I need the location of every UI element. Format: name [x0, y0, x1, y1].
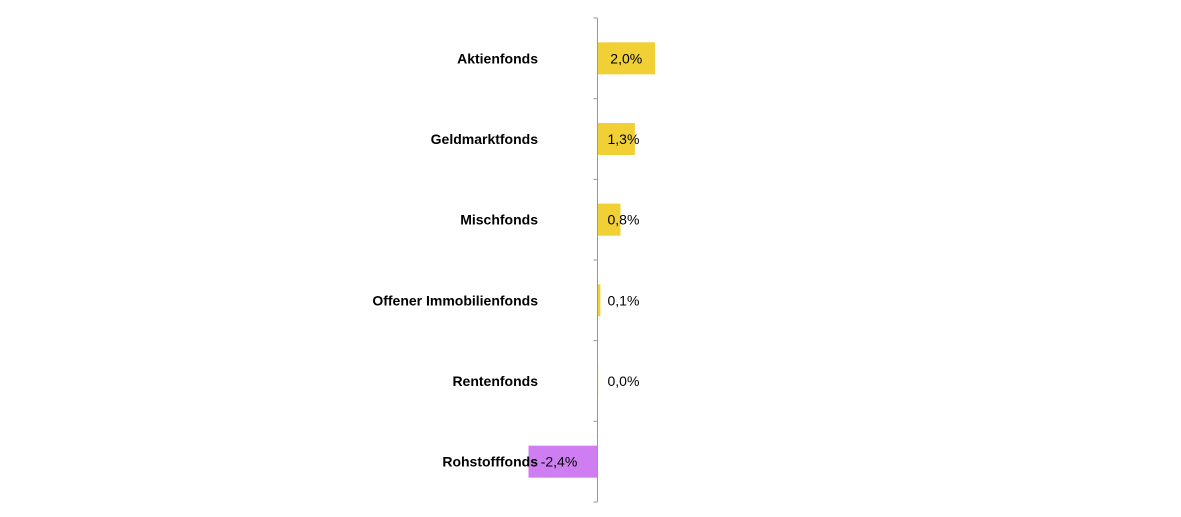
label-group: Aktienfonds 2,0% Geldmarktfonds 1,3% Mischfo…: [372, 50, 642, 469]
value-label: 1,3%: [608, 131, 640, 147]
value-label: 2,0%: [610, 50, 642, 66]
category-label: Geldmarktfonds: [431, 131, 539, 147]
category-label: Aktienfonds: [457, 50, 538, 66]
value-label: -2,4%: [541, 454, 578, 470]
value-label: 0,1%: [608, 292, 640, 308]
bar: [528, 445, 598, 478]
bar: [597, 203, 621, 236]
bar: [597, 284, 601, 317]
value-label: 0,8%: [608, 212, 640, 228]
category-label: Rentenfonds: [452, 373, 538, 389]
value-label: 0,0%: [608, 373, 640, 389]
bar: [597, 42, 655, 75]
category-axis: [593, 17, 598, 503]
bar-group: [528, 42, 655, 478]
category-label: Mischfonds: [460, 212, 538, 228]
category-label: Offener Immobilienfonds: [372, 292, 538, 308]
category-label: Rohstofffonds: [442, 454, 538, 470]
bar: [597, 123, 635, 155]
